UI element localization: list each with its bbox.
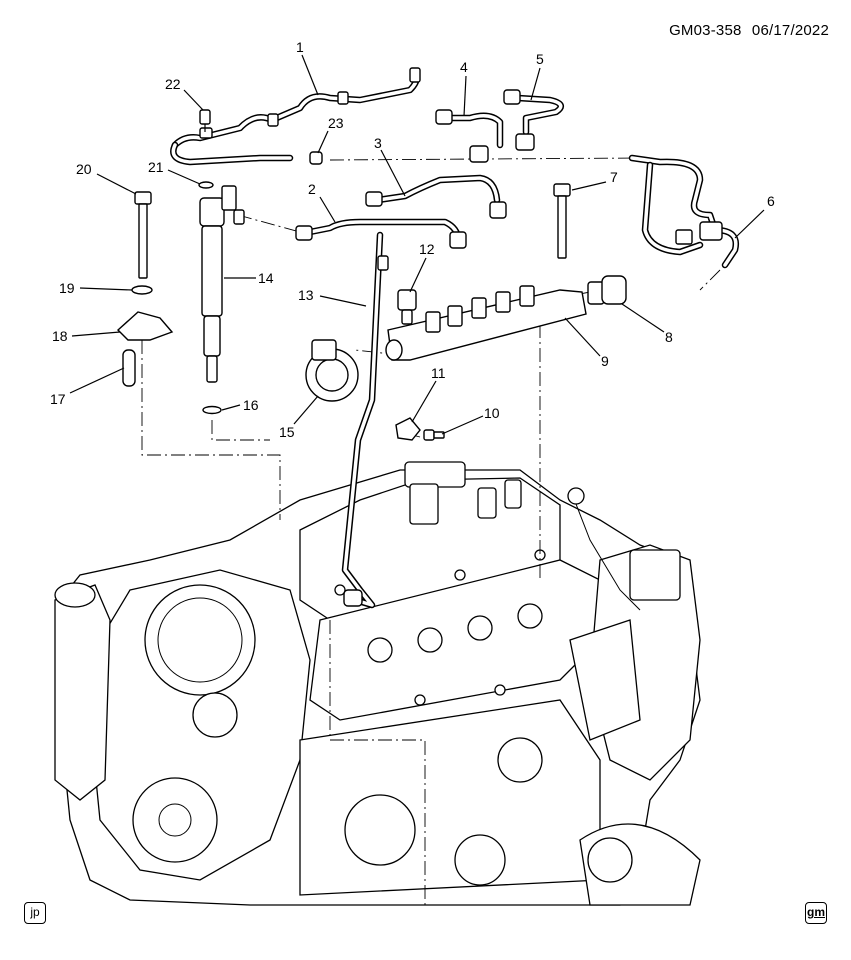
part-6-return-hose: [628, 154, 740, 269]
callout-23: 23: [328, 115, 344, 131]
part-15-solenoid: [305, 339, 359, 402]
part-13-fuel-feed-pipe: [341, 231, 389, 609]
callout-13: 13: [298, 287, 314, 303]
part-9-fuel-rail: [385, 285, 587, 361]
part-2-fuel-pipe: [295, 218, 467, 249]
part-3-fuel-pipe: [365, 174, 507, 219]
head-bolts: [334, 549, 546, 706]
callout-5: 5: [536, 51, 544, 67]
callout-18: 18: [52, 328, 68, 344]
gm-logo-badge: gm: [805, 902, 827, 924]
leader-lines: [69, 54, 765, 435]
part-5-fuel-pipe: [503, 89, 564, 151]
callout-21: 21: [148, 159, 164, 175]
callout-8: 8: [665, 329, 673, 345]
callout-1: 1: [296, 39, 304, 55]
callout-12: 12: [419, 241, 435, 257]
callout-22: 22: [165, 76, 181, 92]
callout-11: 11: [431, 365, 446, 381]
part-14-fuel-injector: [199, 185, 245, 383]
part-17-pin: [122, 349, 136, 387]
part-18-clamp: [116, 311, 174, 341]
diagram-header: GM03-358 06/17/2022: [663, 22, 829, 39]
part-11-clamp: [395, 417, 421, 441]
part-16-washer: [202, 405, 222, 415]
engine-assembly: [54, 461, 701, 906]
part-19-washer: [131, 285, 153, 295]
callout-20: 20: [76, 161, 92, 177]
callout-6: 6: [767, 193, 775, 209]
part-12-pressure-valve: [397, 289, 417, 325]
corner-badge-left: jp: [24, 902, 46, 924]
head-injector-bores: [367, 603, 543, 663]
part-23-clip: [309, 151, 323, 165]
callout-10: 10: [484, 405, 500, 421]
callout-15: 15: [279, 424, 295, 440]
part-22-connector: [199, 109, 211, 132]
part-10-bolt: [423, 429, 445, 441]
part-21-seal: [198, 181, 214, 189]
part-7-bolt: [553, 183, 571, 259]
part-8-pressure-sensor: [587, 275, 627, 305]
callout-numbers: 1 2 3 4 5 6 7 8 9 10 11 12 13 14 15 16 1…: [50, 39, 775, 440]
callout-2: 2: [308, 181, 316, 197]
part-1-fuel-return-hose: [170, 67, 421, 166]
diagram-code: GM03-358: [669, 22, 742, 39]
part-20-bolt: [134, 191, 152, 279]
callout-7: 7: [610, 169, 618, 185]
callout-19: 19: [59, 280, 75, 296]
callout-17: 17: [50, 391, 66, 407]
diagram-date: 06/17/2022: [751, 22, 829, 39]
callout-4: 4: [460, 59, 468, 75]
callout-16: 16: [243, 397, 259, 413]
callout-14: 14: [258, 270, 274, 286]
part-4-fuel-pipe: [435, 109, 504, 163]
callout-3: 3: [374, 135, 382, 151]
callout-9: 9: [601, 353, 609, 369]
